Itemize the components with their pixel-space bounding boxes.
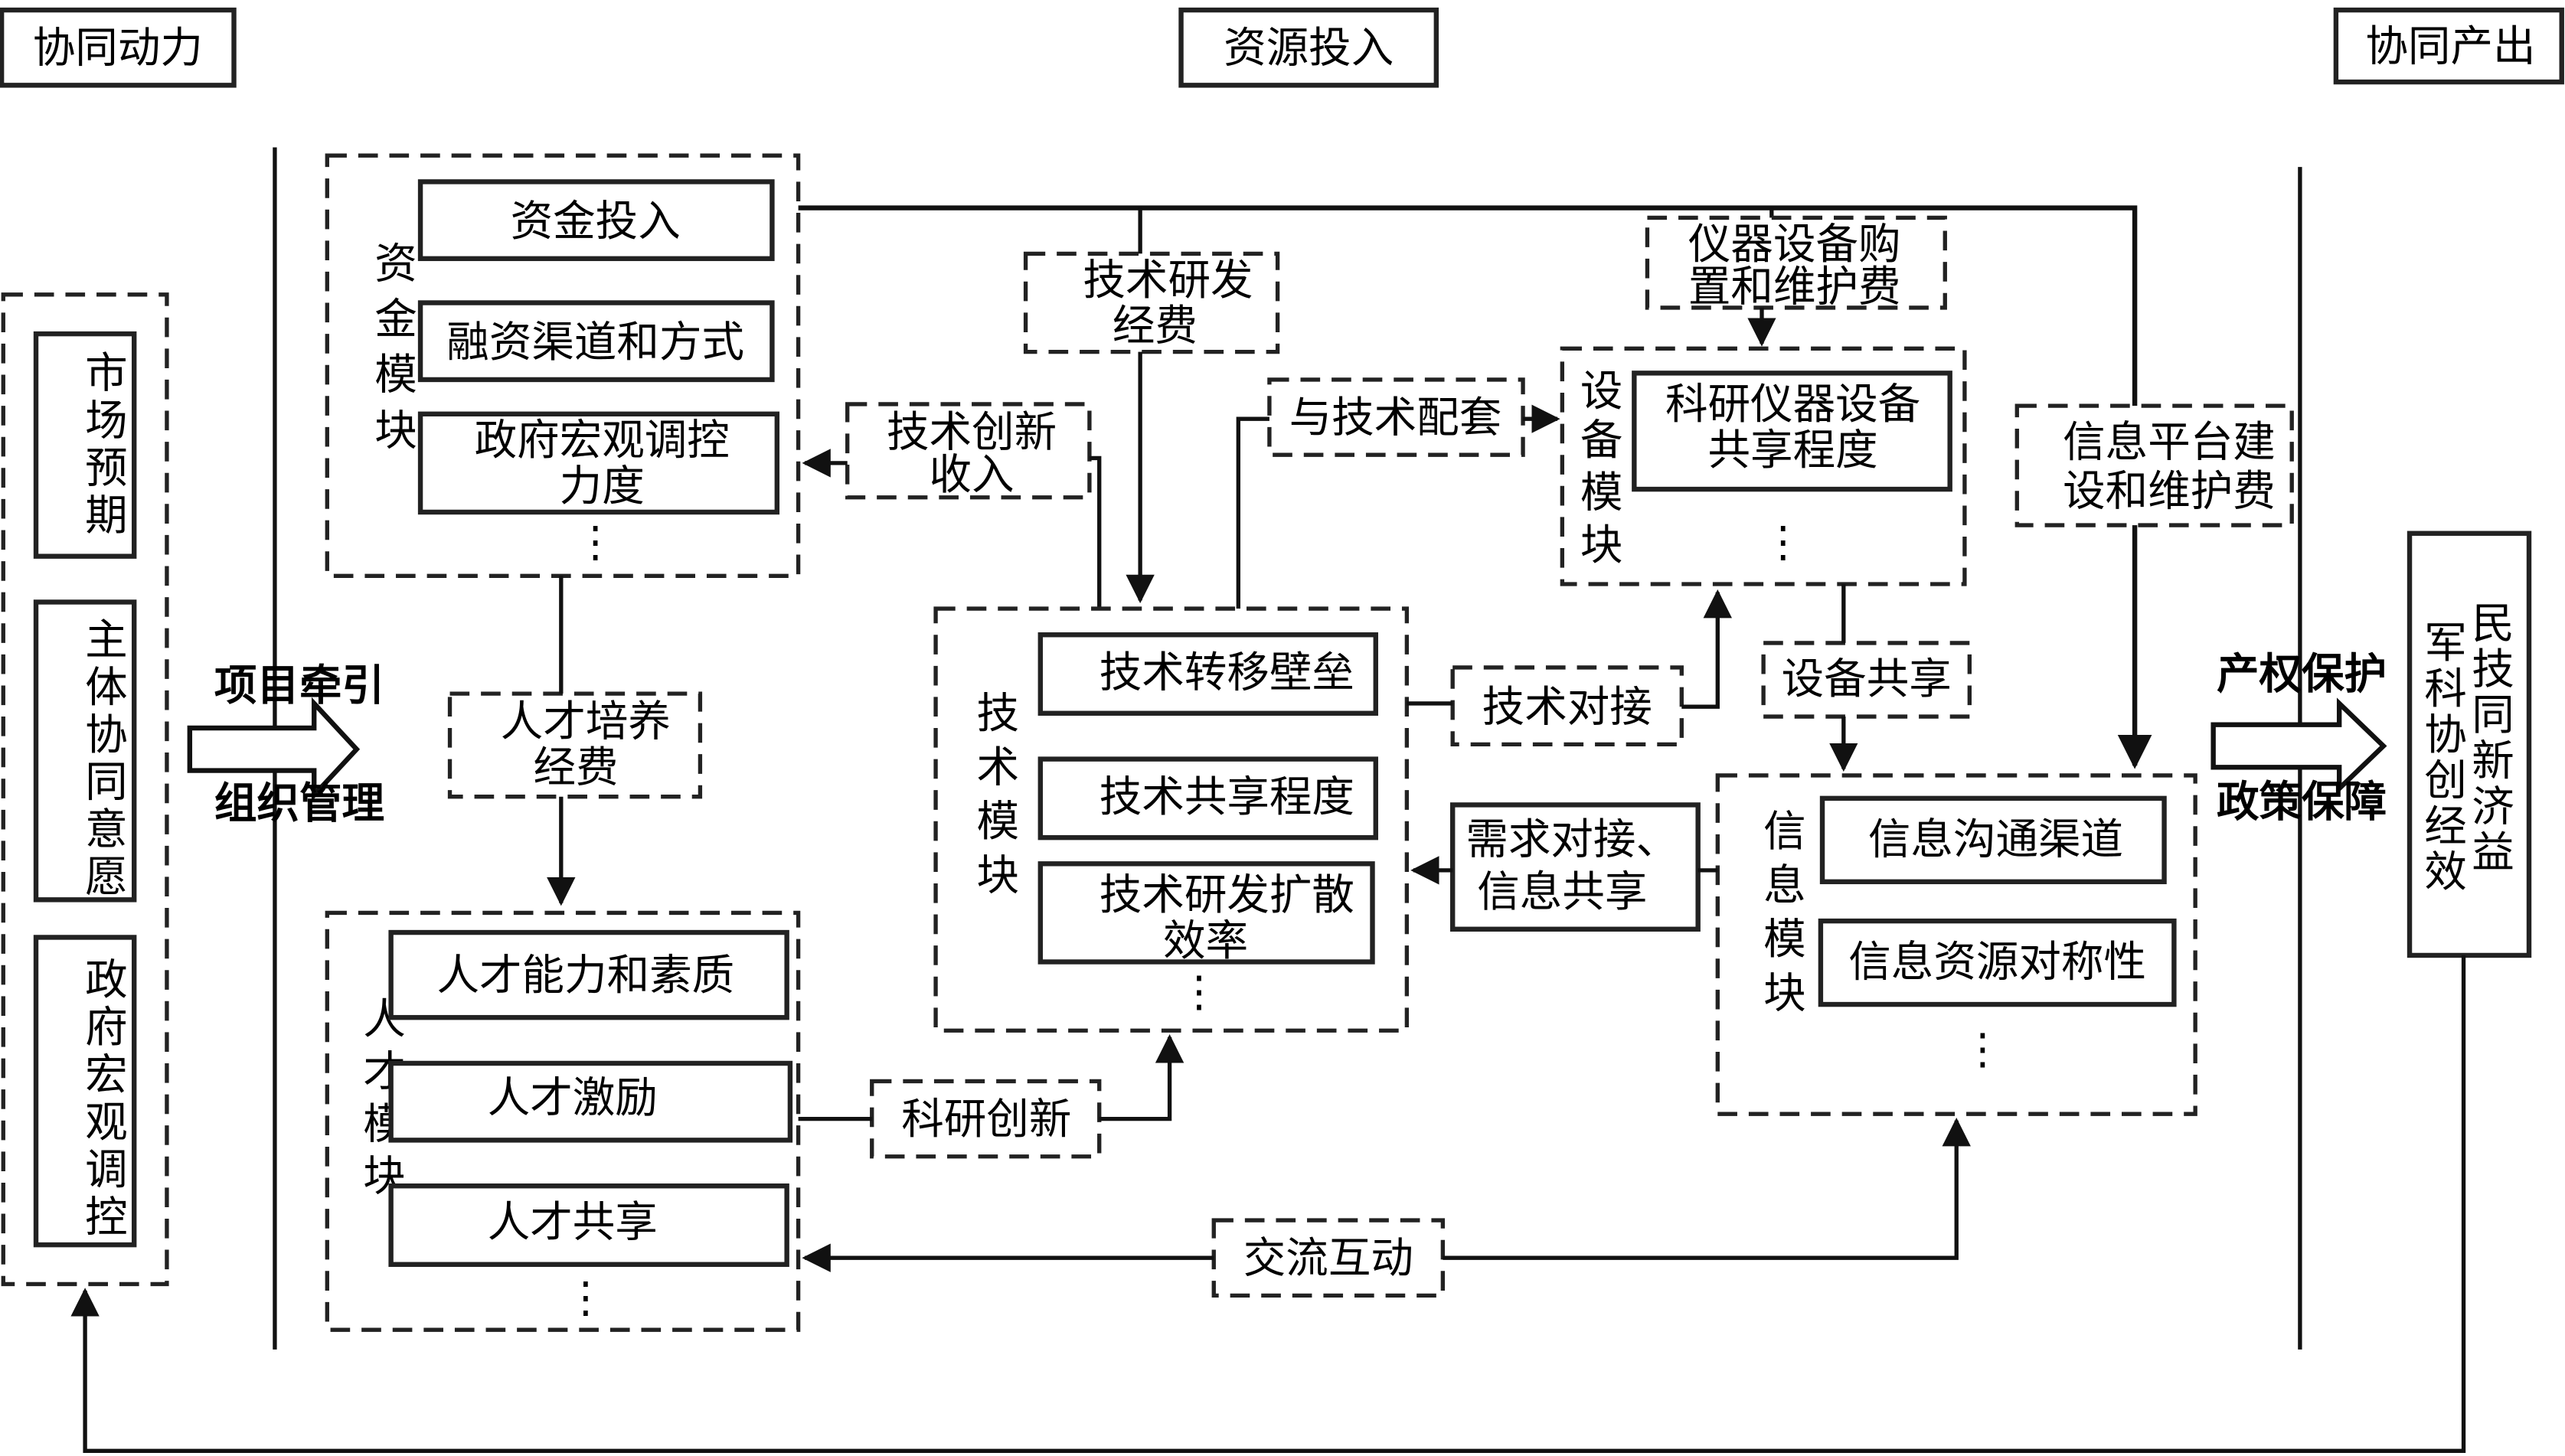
equipment-item-sharing — [1632, 371, 1952, 492]
dynamics-item-market-label: 市场预期 — [85, 349, 128, 541]
equipment-module-title: 设备模块 — [1580, 367, 1623, 570]
talent-module-title: 人才模块 — [363, 995, 406, 1202]
flow-tech-rd-funds: 技术研发经费 — [1023, 251, 1280, 354]
fat-arrow-icon — [187, 697, 361, 801]
tech-item-diffusion — [1037, 861, 1375, 965]
dynamics-item-government-label: 政府宏观调控 — [85, 955, 128, 1242]
flow-tech-matching-label: 与技术配套 — [1289, 393, 1502, 442]
connector-tech-to-matching — [1236, 416, 1269, 609]
flow-talent-training-funds-label: 人才培养经费 — [501, 697, 671, 793]
flow-tech-matching: 与技术配套 — [1267, 377, 1525, 457]
flow-research-innovation-label: 科研创新 — [901, 1095, 1071, 1144]
tech-item-sharing-label: 技术共享程度 — [1100, 772, 1354, 822]
connector-tech-to-income — [1089, 455, 1102, 609]
talent-item-sharing — [388, 1183, 789, 1267]
header-outputs-label: 协同产出 — [2365, 21, 2535, 71]
output-col-1: 军科协创经效 — [2424, 619, 2467, 897]
flow-tech-rd-funds-label: 技术研发经费 — [1083, 256, 1253, 351]
fat-arrow-icon — [2210, 697, 2387, 795]
flow-tech-innovation-income: 技术创新收入 — [845, 402, 1092, 501]
dynamics-group: 市场预期 主体协同意愿 政府宏观调控 — [1, 292, 169, 1287]
flow-exchange-interaction-label: 交流互动 — [1243, 1233, 1413, 1283]
left-arrow-top-label: 项目牵引 — [214, 661, 384, 711]
header-dynamics: 协同动力 — [0, 7, 237, 88]
info-module-title: 信息模块 — [1763, 807, 1806, 1019]
flow-equipment-funds: 仪器设备购置和维护费 — [1645, 215, 1947, 312]
flow-demand-info-sharing: 需求对接、信息共享 — [1449, 802, 1701, 932]
header-inputs: 资源投入 — [1178, 7, 1439, 88]
flow-tech-innovation-income-label: 技术创新收入 — [887, 408, 1057, 501]
fund-item-investment — [417, 179, 775, 262]
talent-item-ability — [388, 929, 789, 1020]
tech-module: 技术模块 技术转移壁垒 技术共享程度 技术研发扩散效率 ⋮ — [933, 606, 1410, 1033]
info-more-dots: ⋮ — [1962, 1024, 2005, 1074]
equipment-module: 设备模块 科研仪器设备共享程度 ⋮ — [1560, 346, 1967, 586]
tech-item-barrier — [1037, 632, 1378, 716]
header-outputs: 协同产出 — [2333, 7, 2564, 85]
fund-item-investment-label: 资金投入 — [511, 197, 681, 246]
flow-equipment-sharing-label: 设备共享 — [1782, 655, 1952, 704]
info-item-channels-label: 信息沟通渠道 — [1868, 815, 2123, 865]
header-inputs-label: 资源投入 — [1224, 23, 1394, 73]
output-col-2: 民技同新济益 — [2472, 599, 2514, 877]
dynamics-item-government — [33, 935, 137, 1248]
flow-exchange-interaction: 交流互动 — [1211, 1218, 1446, 1298]
right-arrow-bottom-label: 政策保障 — [2217, 777, 2387, 827]
flow-demand-info-sharing-label: 需求对接、信息共享 — [1465, 815, 1678, 917]
flow-equipment-sharing: 设备共享 — [1761, 641, 1972, 719]
tech-module-title: 技术模块 — [976, 689, 1019, 901]
talent-module: 人才模块 人才能力和素质 人才激励 人才共享 ⋮ — [325, 910, 801, 1332]
fund-item-financing — [417, 300, 775, 383]
talent-item-incentive-label: 人才激励 — [488, 1073, 658, 1123]
flow-info-platform-funds-label: 信息平台建设和维护费 — [2063, 417, 2276, 516]
fund-module-title: 资金模块 — [374, 239, 417, 455]
flow-tech-docking-label: 技术对接 — [1482, 682, 1652, 732]
talent-more-dots: ⋮ — [564, 1273, 607, 1323]
tech-more-dots: ⋮ — [1178, 967, 1220, 1017]
connector-research-to-tech — [1099, 1034, 1184, 1121]
flow-equipment-funds-label: 仪器设备购置和维护费 — [1688, 220, 1901, 312]
tech-item-sharing — [1037, 756, 1378, 841]
fund-item-government-label: 政府宏观调控力度 — [475, 416, 730, 511]
flow-talent-training-funds: 人才培养经费 — [447, 691, 703, 799]
connector-exchange-to-info — [1443, 1118, 1971, 1260]
tech-item-diffusion-label: 技术研发扩散效率 — [1100, 870, 1354, 966]
fund-more-dots: ⋮ — [574, 517, 617, 567]
talent-item-sharing-label: 人才共享 — [488, 1197, 658, 1247]
connector-docking-to-equipment — [1681, 589, 1732, 709]
tech-item-barrier-label: 技术转移壁垒 — [1100, 648, 1354, 698]
info-item-symmetry-label: 信息资源对称性 — [1848, 938, 2146, 988]
info-item-symmetry — [1818, 918, 2177, 1007]
dynamics-item-willingness — [33, 599, 137, 903]
fund-item-financing-label: 融资渠道和方式 — [446, 318, 744, 367]
talent-item-incentive — [388, 1060, 793, 1143]
left-arrow-bottom-label: 组织管理 — [214, 779, 384, 829]
right-transfer-arrow: 产权保护 政策保障 — [2210, 650, 2387, 827]
connector-feedback-loop — [70, 955, 2466, 1453]
info-item-channels — [1819, 795, 2167, 885]
dynamics-item-willingness-label: 主体协同意愿 — [85, 615, 128, 903]
equipment-item-sharing-label: 科研仪器设备共享程度 — [1665, 380, 1920, 475]
info-module: 信息模块 信息沟通渠道 信息资源对称性 ⋮ — [1715, 773, 2197, 1116]
left-transfer-arrow: 项目牵引 组织管理 — [187, 661, 384, 829]
fund-item-government — [417, 411, 780, 515]
dynamics-item-market — [33, 331, 137, 559]
talent-item-ability-label: 人才能力和素质 — [436, 951, 734, 1001]
output-box: 军科协创经效 民技同新济益 — [2407, 530, 2532, 958]
fund-module: 资金模块 资金投入 融资渠道和方式 政府宏观调控力度 ⋮ — [325, 153, 801, 578]
flow-tech-docking: 技术对接 — [1450, 665, 1684, 747]
equipment-more-dots: ⋮ — [1762, 517, 1805, 567]
flow-research-innovation: 科研创新 — [870, 1079, 1102, 1159]
flow-info-platform-funds: 信息平台建设和维护费 — [2014, 403, 2294, 527]
header-dynamics-label: 协同动力 — [33, 23, 203, 73]
right-arrow-top-label: 产权保护 — [2217, 650, 2387, 700]
